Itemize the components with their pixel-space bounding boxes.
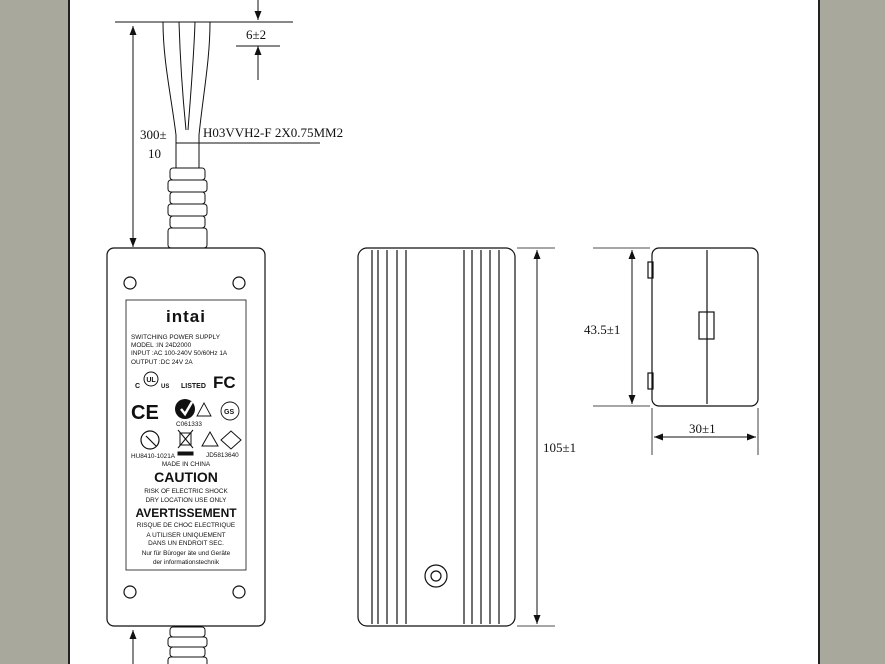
de-line-2: der informationstechnik (153, 559, 220, 566)
strain-relief-bottom-1 (169, 626, 206, 638)
ce-mark: CE (131, 402, 159, 424)
made-in-text: MADE IN CHINA (162, 461, 211, 468)
listed-text: LISTED (181, 383, 206, 390)
caution-title: CAUTION (154, 469, 218, 485)
caution-line-1: RISK OF ELECTRIC SHOCK (144, 488, 228, 495)
mount-hole-tr (232, 276, 246, 290)
wire-left-outer (162, 21, 177, 168)
caution-line-2: DRY LOCATION USE ONLY (146, 497, 228, 504)
rear-body-outline (357, 247, 516, 627)
drawing-sheet (68, 0, 820, 664)
de-line-1: Nur für Büroger äte und Geräte (142, 550, 231, 557)
pse-marks: GS (196, 401, 240, 421)
wire-left-inner (178, 21, 187, 131)
side-height-text: 43.5±1 (584, 322, 620, 337)
fcc-logo: FC (213, 373, 236, 392)
side-width-text: 30±1 (689, 421, 716, 436)
screw-inner (430, 570, 442, 582)
side-clip-bottom (647, 372, 654, 390)
label-area (125, 299, 247, 571)
svg-text:US: US (161, 384, 169, 390)
cable-length-text-2: 10 (148, 146, 161, 161)
label-line-2: MODEL :IN 24D2000 (131, 342, 192, 349)
mount-hole-tl (123, 276, 137, 290)
label-line-4: OUTPUT :DC 24V 2A (131, 359, 193, 366)
screw-outer (424, 564, 448, 588)
cable-top (115, 0, 320, 664)
adapter-front-view (106, 247, 266, 627)
body-length-text: 105±1 (543, 440, 576, 455)
svg-text:GS: GS (224, 409, 234, 416)
side-clip-top (647, 261, 654, 279)
adapter-rear-view (357, 247, 555, 627)
strain-relief-bottom-2 (167, 636, 208, 648)
avert-line-2: A UTILISER UNIQUEMENT (146, 532, 225, 539)
strain-relief-bottom-4 (167, 656, 208, 664)
ccc-mark (140, 430, 160, 450)
avert-line-3: DANS UN ENDROIT SEC. (148, 540, 224, 547)
wire-right-outer (198, 21, 211, 168)
avert-line-1: RISQUE DE CHOC ELECTRIQUE (137, 522, 235, 529)
strain-relief-top (167, 167, 208, 249)
cable-spec-text: H03VVH2-F 2X0.75MM2 (203, 125, 343, 140)
adapter-side-view (593, 247, 759, 455)
wire-right-inner (187, 21, 196, 131)
svg-text:C: C (135, 383, 140, 390)
cable-length-text-1: 300± (140, 127, 167, 142)
svg-text:UL: UL (146, 377, 156, 384)
cert-code-3: JD5813640 (206, 452, 239, 459)
c-tick-mark (175, 399, 195, 419)
label-line-1: SWITCHING POWER SUPPLY (131, 334, 221, 341)
cert-code-2: HU8410-1021A (131, 453, 176, 460)
weee-bin-icon (177, 429, 194, 456)
cert-code-1: C061333 (176, 421, 202, 428)
avertissement-title: AVERTISSEMENT (135, 506, 237, 520)
mount-hole-br (232, 585, 246, 599)
product-label: intai SWITCHING POWER SUPPLY MODEL :IN 2… (131, 307, 242, 566)
side-body-outline (651, 247, 759, 407)
adapter-body-outline (106, 247, 266, 627)
safety-triangle-icon (201, 430, 242, 450)
strain-relief-bottom-3 (169, 646, 206, 658)
ul-listed-mark: UL C US LISTED (135, 371, 206, 390)
mount-hole-bl (123, 585, 137, 599)
strip-length-text: 6±2 (246, 27, 266, 42)
label-line-3: INPUT :AC 100-240V 50/60Hz 1A (131, 350, 228, 357)
brand-logo: intai (166, 307, 206, 326)
side-connector (698, 311, 715, 340)
